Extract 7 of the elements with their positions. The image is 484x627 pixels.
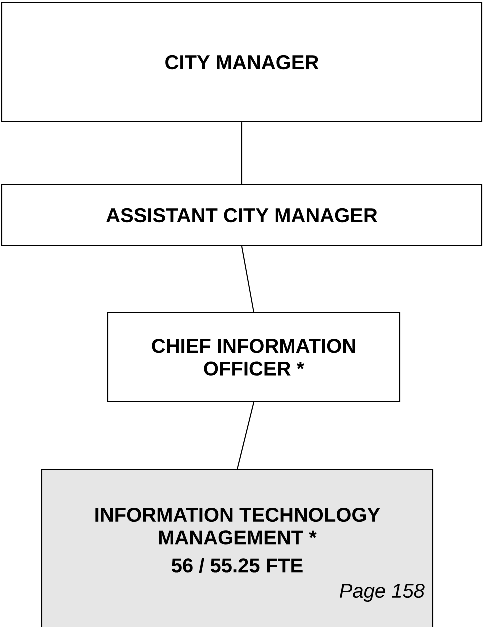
connector-line [241,246,255,313]
connector-line [236,402,255,470]
org-box: INFORMATION TECHNOLOGY MANAGEMENT * 56 / 55.25 FTE Page 158 [41,469,434,627]
org-box: CHIEF INFORMATION OFFICER * [107,312,401,403]
org-box: ASSISTANT CITY MANAGER [1,184,483,247]
connector-line [241,122,243,184]
org-box: CITY MANAGER [1,2,483,123]
